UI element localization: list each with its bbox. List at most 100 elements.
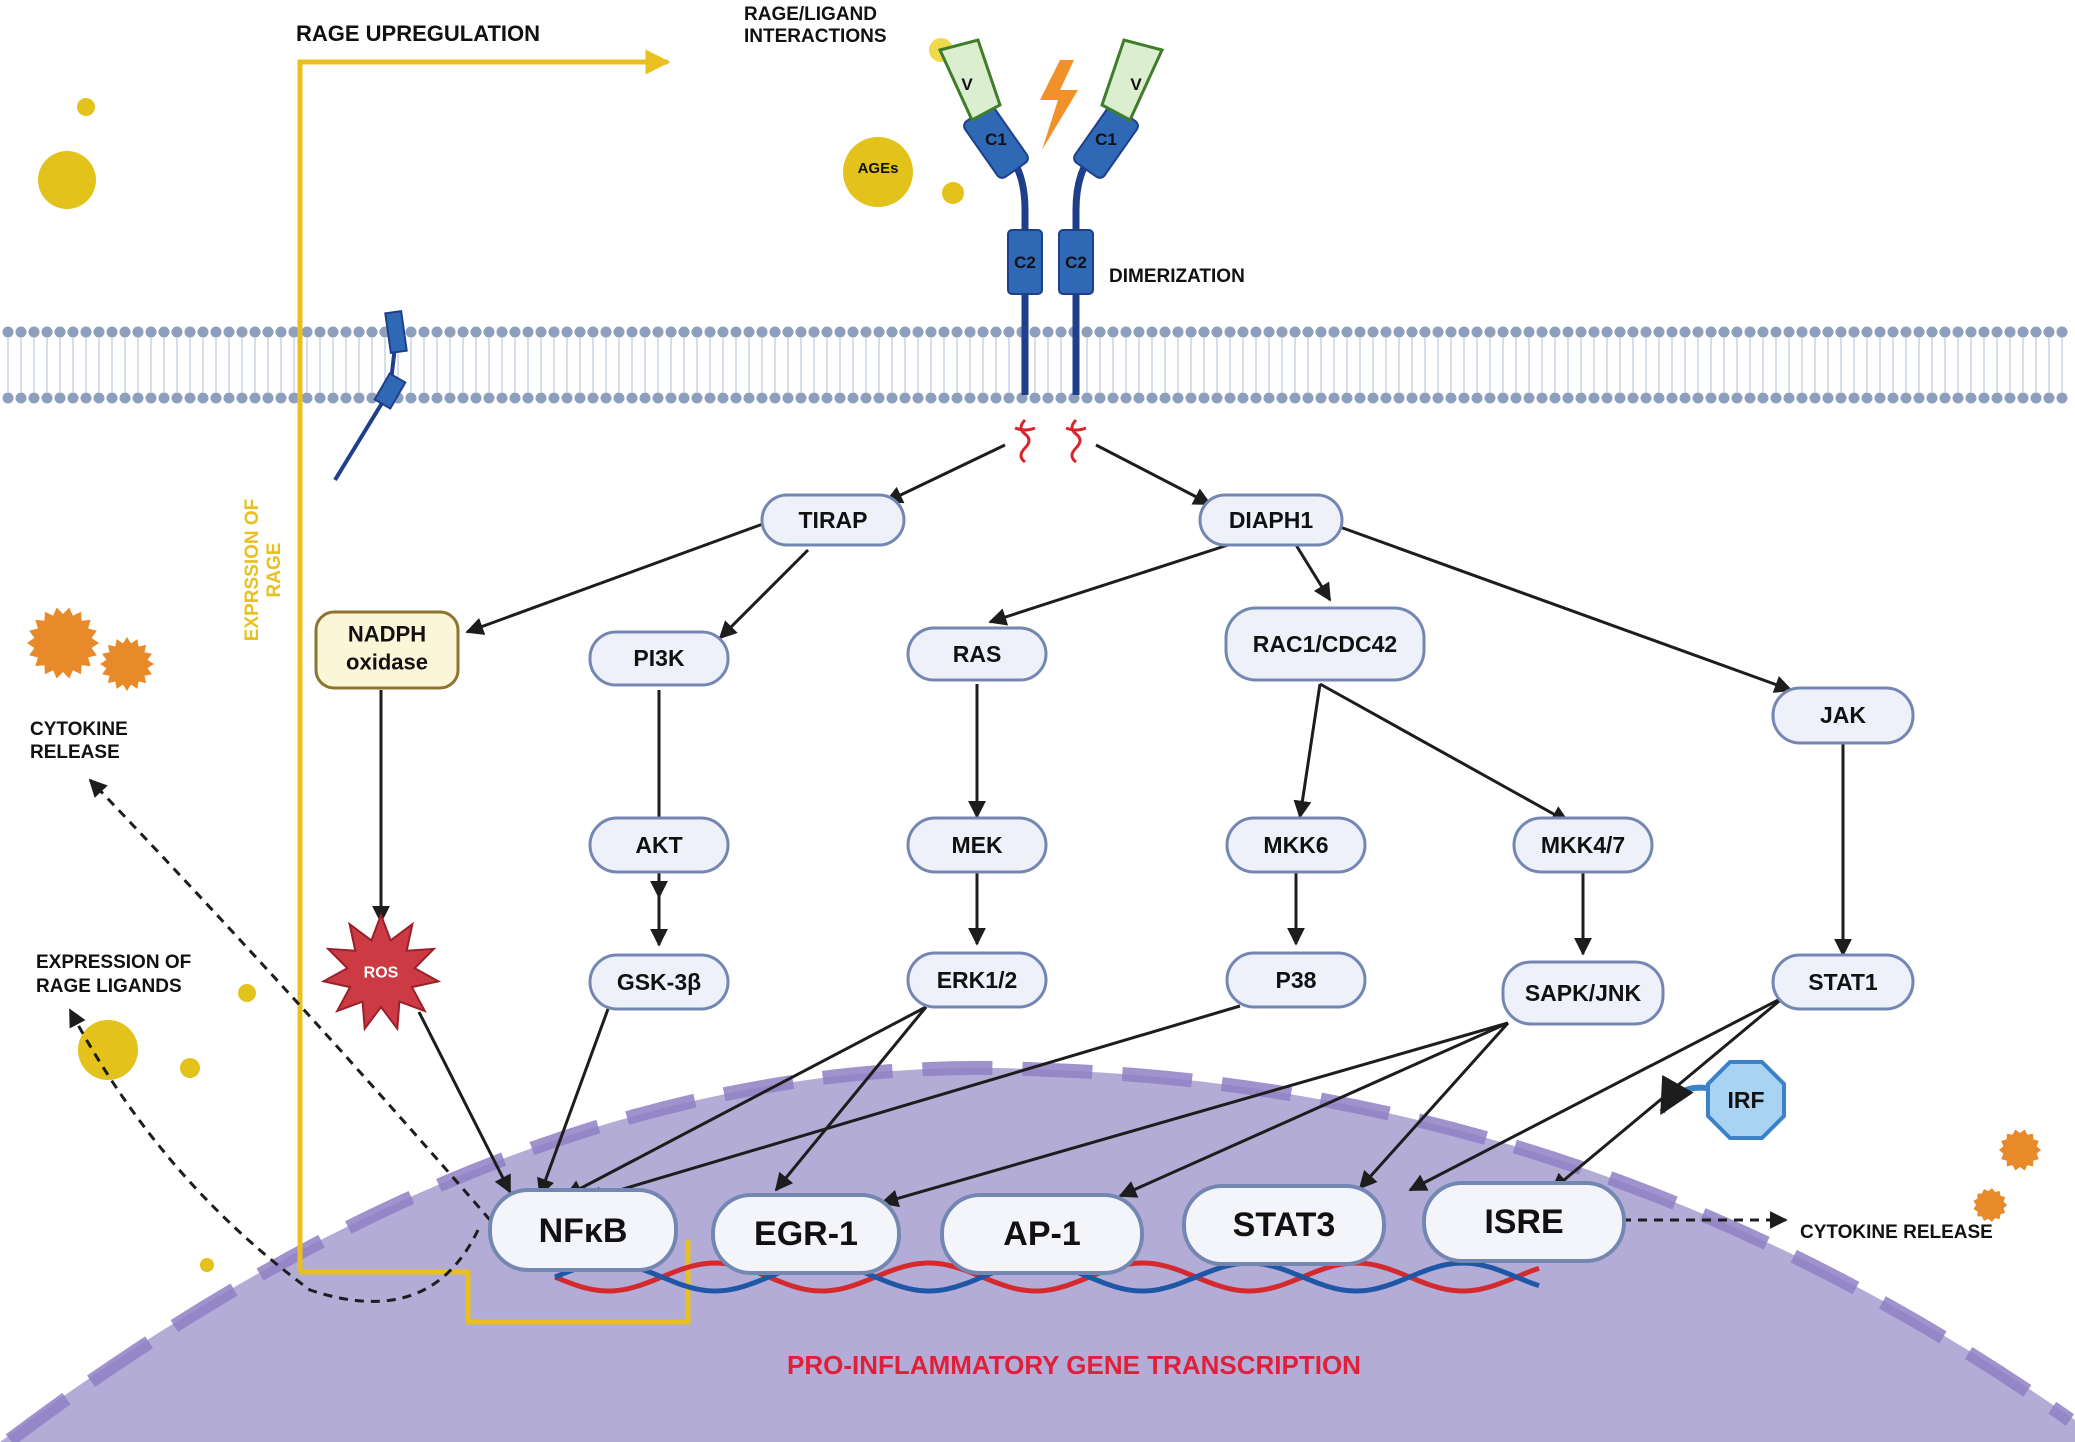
phospholipid-head xyxy=(1666,326,1678,338)
phospholipid-head xyxy=(1003,392,1015,404)
phospholipid-head xyxy=(1354,326,1366,338)
phospholipid-head xyxy=(1705,326,1717,338)
phospholipid-head xyxy=(1796,326,1808,338)
svg-text:AP-1: AP-1 xyxy=(1003,1215,1080,1253)
phospholipid-head xyxy=(990,326,1002,338)
phospholipid-head xyxy=(1939,392,1951,404)
phospholipid-head xyxy=(288,392,300,404)
phospholipid-head xyxy=(1380,392,1392,404)
phospholipid-head xyxy=(756,392,768,404)
irf-node: IRF xyxy=(1706,1060,1786,1140)
egr1-tf: EGR-1 xyxy=(711,1193,901,1275)
phospholipid-head xyxy=(938,326,950,338)
phospholipid-head xyxy=(522,326,534,338)
phospholipid-head xyxy=(977,326,989,338)
phospholipid-head xyxy=(1224,326,1236,338)
phospholipid-head xyxy=(1120,326,1132,338)
phospholipid-head xyxy=(1003,326,1015,338)
phospholipid-head xyxy=(1679,326,1691,338)
phospholipid-head xyxy=(938,392,950,404)
phospholipid-head xyxy=(1861,392,1873,404)
phospholipid-head xyxy=(1042,392,1054,404)
isre-tf: ISRE xyxy=(1422,1181,1626,1263)
phospholipid-head xyxy=(1250,392,1262,404)
phospholipid-head xyxy=(1146,392,1158,404)
phospholipid-head xyxy=(28,326,40,338)
phospholipid-head xyxy=(587,326,599,338)
phospholipid-head xyxy=(444,326,456,338)
phospholipid-head xyxy=(1731,326,1743,338)
phospholipid-head xyxy=(561,392,573,404)
phospholipid-head xyxy=(1887,392,1899,404)
phospholipid-head xyxy=(327,326,339,338)
c2-domain-left: C2 xyxy=(1014,253,1036,272)
phospholipid-head xyxy=(1848,392,1860,404)
phospholipid-head xyxy=(1393,392,1405,404)
phospholipid-head xyxy=(1289,392,1301,404)
pi3k-node: PI3K xyxy=(588,630,730,687)
phospholipid-head xyxy=(1016,392,1028,404)
phospholipid-head xyxy=(691,392,703,404)
phospholipid-head xyxy=(301,392,313,404)
phospholipid-head xyxy=(2004,392,2016,404)
phospholipid-head xyxy=(353,392,365,404)
phospholipid-head xyxy=(145,392,157,404)
phospholipid-head xyxy=(522,392,534,404)
phospholipid-head xyxy=(704,392,716,404)
phospholipid-head xyxy=(223,392,235,404)
phospholipid-head xyxy=(1939,326,1951,338)
phospholipid-head xyxy=(1861,326,1873,338)
phospholipid-head xyxy=(860,392,872,404)
phospholipid-head xyxy=(1536,326,1548,338)
svg-text:oxidase: oxidase xyxy=(346,650,428,675)
phospholipid-head xyxy=(1198,392,1210,404)
phospholipid-head xyxy=(1276,326,1288,338)
phospholipid-head xyxy=(886,392,898,404)
phospholipid-head xyxy=(184,326,196,338)
phospholipid-head xyxy=(873,392,885,404)
mkk6-node: MKK6 xyxy=(1225,816,1367,874)
cell-membrane xyxy=(2,326,2068,404)
phospholipid-head xyxy=(1133,392,1145,404)
phospholipid-head xyxy=(1952,392,1964,404)
phospholipid-head xyxy=(509,392,521,404)
phospholipid-head xyxy=(1978,326,1990,338)
lightning-icon xyxy=(1040,60,1078,150)
phospholipid-head xyxy=(1198,326,1210,338)
phospholipid-head xyxy=(808,326,820,338)
phospholipid-head xyxy=(41,392,53,404)
phospholipid-head xyxy=(821,326,833,338)
phospholipid-head xyxy=(1211,326,1223,338)
phospholipid-head xyxy=(1874,326,1886,338)
phospholipid-head xyxy=(1666,392,1678,404)
cytokine-burst xyxy=(100,637,154,691)
phospholipid-head xyxy=(1822,392,1834,404)
phospholipid-head xyxy=(1900,392,1912,404)
phospholipid-head xyxy=(1172,392,1184,404)
phospholipid-head xyxy=(483,326,495,338)
svg-text:EXPRSSION OF: EXPRSSION OF xyxy=(242,499,263,642)
phospholipid-head xyxy=(197,326,209,338)
phospholipid-head xyxy=(54,392,66,404)
phospholipid-head xyxy=(574,326,586,338)
phospholipid-head xyxy=(860,326,872,338)
phospholipid-head xyxy=(548,326,560,338)
phospholipid-head xyxy=(1471,326,1483,338)
svg-text:TIRAP: TIRAP xyxy=(799,507,868,533)
phospholipid-head xyxy=(756,326,768,338)
phospholipid-head xyxy=(730,392,742,404)
phospholipid-head xyxy=(1445,326,1457,338)
stat1-node: STAT1 xyxy=(1771,953,1915,1011)
phospholipid-head xyxy=(626,392,638,404)
svg-text:SAPK/JNK: SAPK/JNK xyxy=(1525,980,1642,1006)
phospholipid-head xyxy=(1757,326,1769,338)
phospholipid-head xyxy=(418,392,430,404)
phospholipid-head xyxy=(405,326,417,338)
phospholipid-head xyxy=(1432,392,1444,404)
phospholipid-head xyxy=(1796,392,1808,404)
phospholipid-head xyxy=(262,392,274,404)
phospholipid-head xyxy=(457,392,469,404)
phospholipid-head xyxy=(496,326,508,338)
phospholipid-head xyxy=(691,326,703,338)
